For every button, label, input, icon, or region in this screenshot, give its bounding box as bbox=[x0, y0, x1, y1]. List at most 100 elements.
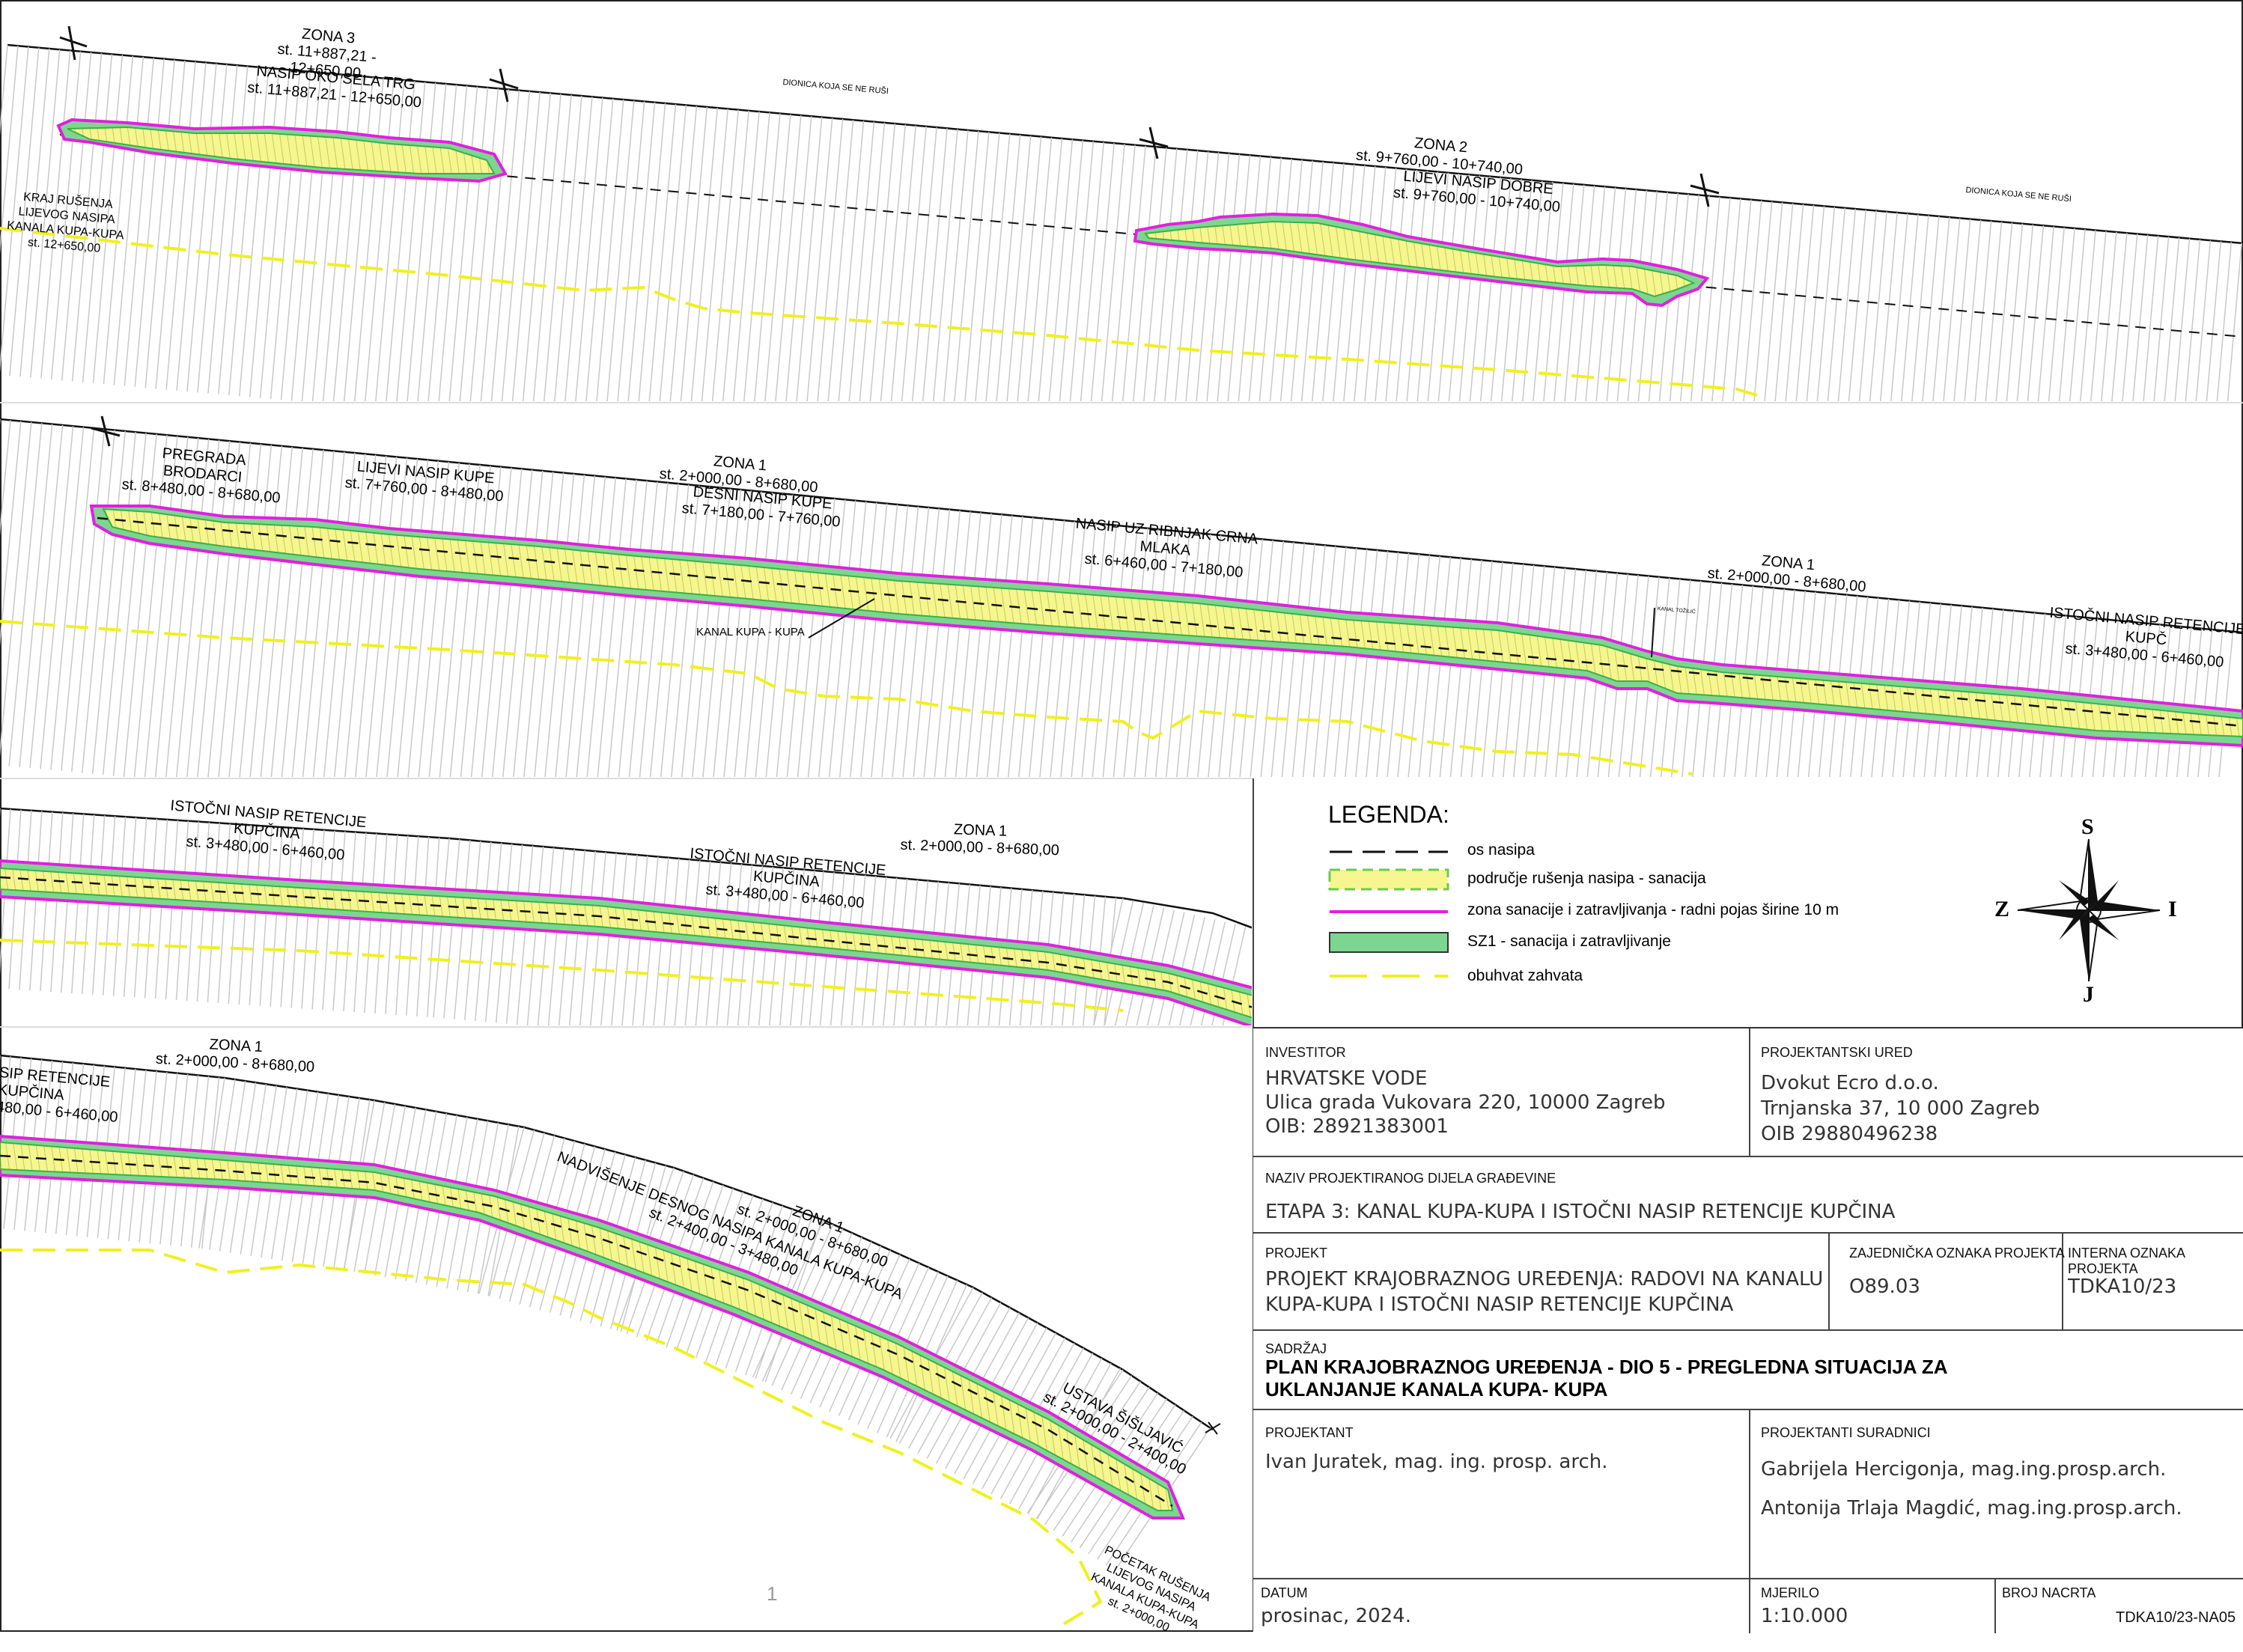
station-tick bbox=[19, 48, 50, 377]
station-tick bbox=[1376, 552, 1399, 777]
station-tick bbox=[2102, 621, 2119, 777]
station-tick bbox=[925, 881, 940, 1025]
station-tick bbox=[568, 850, 586, 1025]
compass-east: I bbox=[2168, 897, 2177, 921]
station-tick bbox=[1734, 585, 1754, 777]
station-tick bbox=[934, 510, 961, 777]
zone2-inner bbox=[1144, 220, 1696, 298]
station-tick bbox=[956, 884, 970, 1025]
projektant-label: PROJEKTANT bbox=[1265, 1425, 1354, 1440]
station-tick bbox=[176, 62, 207, 391]
station-tick bbox=[975, 132, 1000, 401]
station-tick bbox=[1827, 207, 1846, 401]
station-tick bbox=[827, 120, 854, 401]
station-tick bbox=[684, 860, 701, 1025]
station-tick bbox=[165, 61, 196, 390]
station-tick bbox=[1469, 176, 1491, 401]
station-tick bbox=[19, 810, 32, 990]
station-tick bbox=[904, 880, 919, 1025]
station-tick bbox=[1953, 219, 1971, 401]
station-tick bbox=[407, 460, 439, 777]
station-tick bbox=[480, 89, 510, 401]
ured-label: PROJEKTANTSKI URED bbox=[1761, 1045, 1913, 1060]
station-tick bbox=[428, 463, 460, 777]
station-tick bbox=[1439, 558, 1461, 777]
station-tick bbox=[443, 839, 460, 1019]
station-tick bbox=[1165, 532, 1190, 777]
station-tick bbox=[464, 841, 481, 1020]
station-tick bbox=[579, 851, 596, 1025]
broj-value: TDKA10/23-NA05 bbox=[2116, 1609, 2236, 1626]
station-tick bbox=[238, 825, 252, 1005]
station-tick bbox=[1281, 543, 1305, 777]
station-tick bbox=[755, 493, 784, 777]
station-tick bbox=[1922, 216, 1940, 401]
station-tick bbox=[732, 112, 760, 401]
station-tick bbox=[883, 877, 898, 1025]
station-tick bbox=[554, 96, 582, 401]
station-tick bbox=[0, 44, 8, 136]
station-tick bbox=[2144, 624, 2161, 777]
station-tick bbox=[590, 852, 606, 1025]
station-tick bbox=[565, 475, 596, 777]
station-tick bbox=[892, 506, 919, 777]
station-tick bbox=[82, 54, 113, 382]
station-tick bbox=[638, 103, 666, 401]
station-tick bbox=[998, 888, 1012, 1025]
station-tick bbox=[1513, 564, 1535, 777]
station-tick bbox=[312, 451, 345, 777]
station-tick bbox=[469, 88, 499, 401]
panel2-station-ticks bbox=[0, 419, 2234, 777]
sadrzaj-label: SADRŽAJ bbox=[1265, 1341, 1327, 1356]
station-tick bbox=[1218, 537, 1243, 777]
station-tick bbox=[280, 71, 311, 400]
station-tick bbox=[1396, 170, 1418, 401]
station-tick bbox=[30, 49, 61, 378]
station-tick bbox=[1197, 535, 1222, 777]
station-tick bbox=[124, 58, 154, 386]
panel1-boundary bbox=[0, 227, 1768, 400]
station-tick bbox=[2048, 227, 2065, 401]
station-tick bbox=[416, 837, 430, 1017]
station-tick bbox=[659, 105, 687, 401]
station-tick bbox=[1892, 600, 1911, 777]
station-tick bbox=[1111, 144, 1136, 401]
station-tick bbox=[1038, 138, 1063, 401]
station-tick bbox=[1175, 150, 1199, 401]
station-tick bbox=[818, 499, 846, 777]
zone3-inner bbox=[67, 126, 496, 174]
station-tick bbox=[1051, 892, 1065, 1025]
station-tick bbox=[513, 470, 544, 777]
station-tick bbox=[290, 73, 322, 401]
station-tick bbox=[1185, 151, 1209, 401]
station-tick bbox=[1164, 149, 1188, 401]
station-tick bbox=[1743, 200, 1762, 401]
station-tick bbox=[495, 844, 513, 1023]
station-tick bbox=[165, 438, 199, 777]
panel3-reference-line bbox=[0, 807, 1252, 929]
station-tick bbox=[322, 75, 353, 401]
station-tick bbox=[344, 454, 377, 777]
station-tick bbox=[1416, 171, 1439, 401]
station-tick bbox=[71, 429, 106, 772]
station-tick bbox=[1154, 531, 1180, 777]
station-tick bbox=[1270, 542, 1294, 777]
station-tick bbox=[1597, 573, 1618, 777]
station-tick bbox=[607, 479, 637, 777]
station-tick bbox=[1322, 163, 1345, 401]
station-tick bbox=[1239, 539, 1264, 777]
station-tick bbox=[112, 817, 127, 996]
station-tick bbox=[1437, 173, 1460, 401]
station-tick bbox=[1227, 155, 1251, 401]
station-tick bbox=[860, 503, 888, 777]
station-tick bbox=[427, 85, 457, 401]
station-tick bbox=[91, 815, 106, 995]
station-tick bbox=[123, 817, 137, 997]
station-tick bbox=[2071, 618, 2088, 777]
station-tick bbox=[1229, 538, 1253, 777]
station-tick bbox=[701, 109, 728, 401]
station-tick bbox=[448, 86, 478, 401]
station-tick bbox=[197, 441, 231, 777]
station-tick bbox=[933, 129, 958, 401]
station-tick bbox=[734, 491, 763, 777]
